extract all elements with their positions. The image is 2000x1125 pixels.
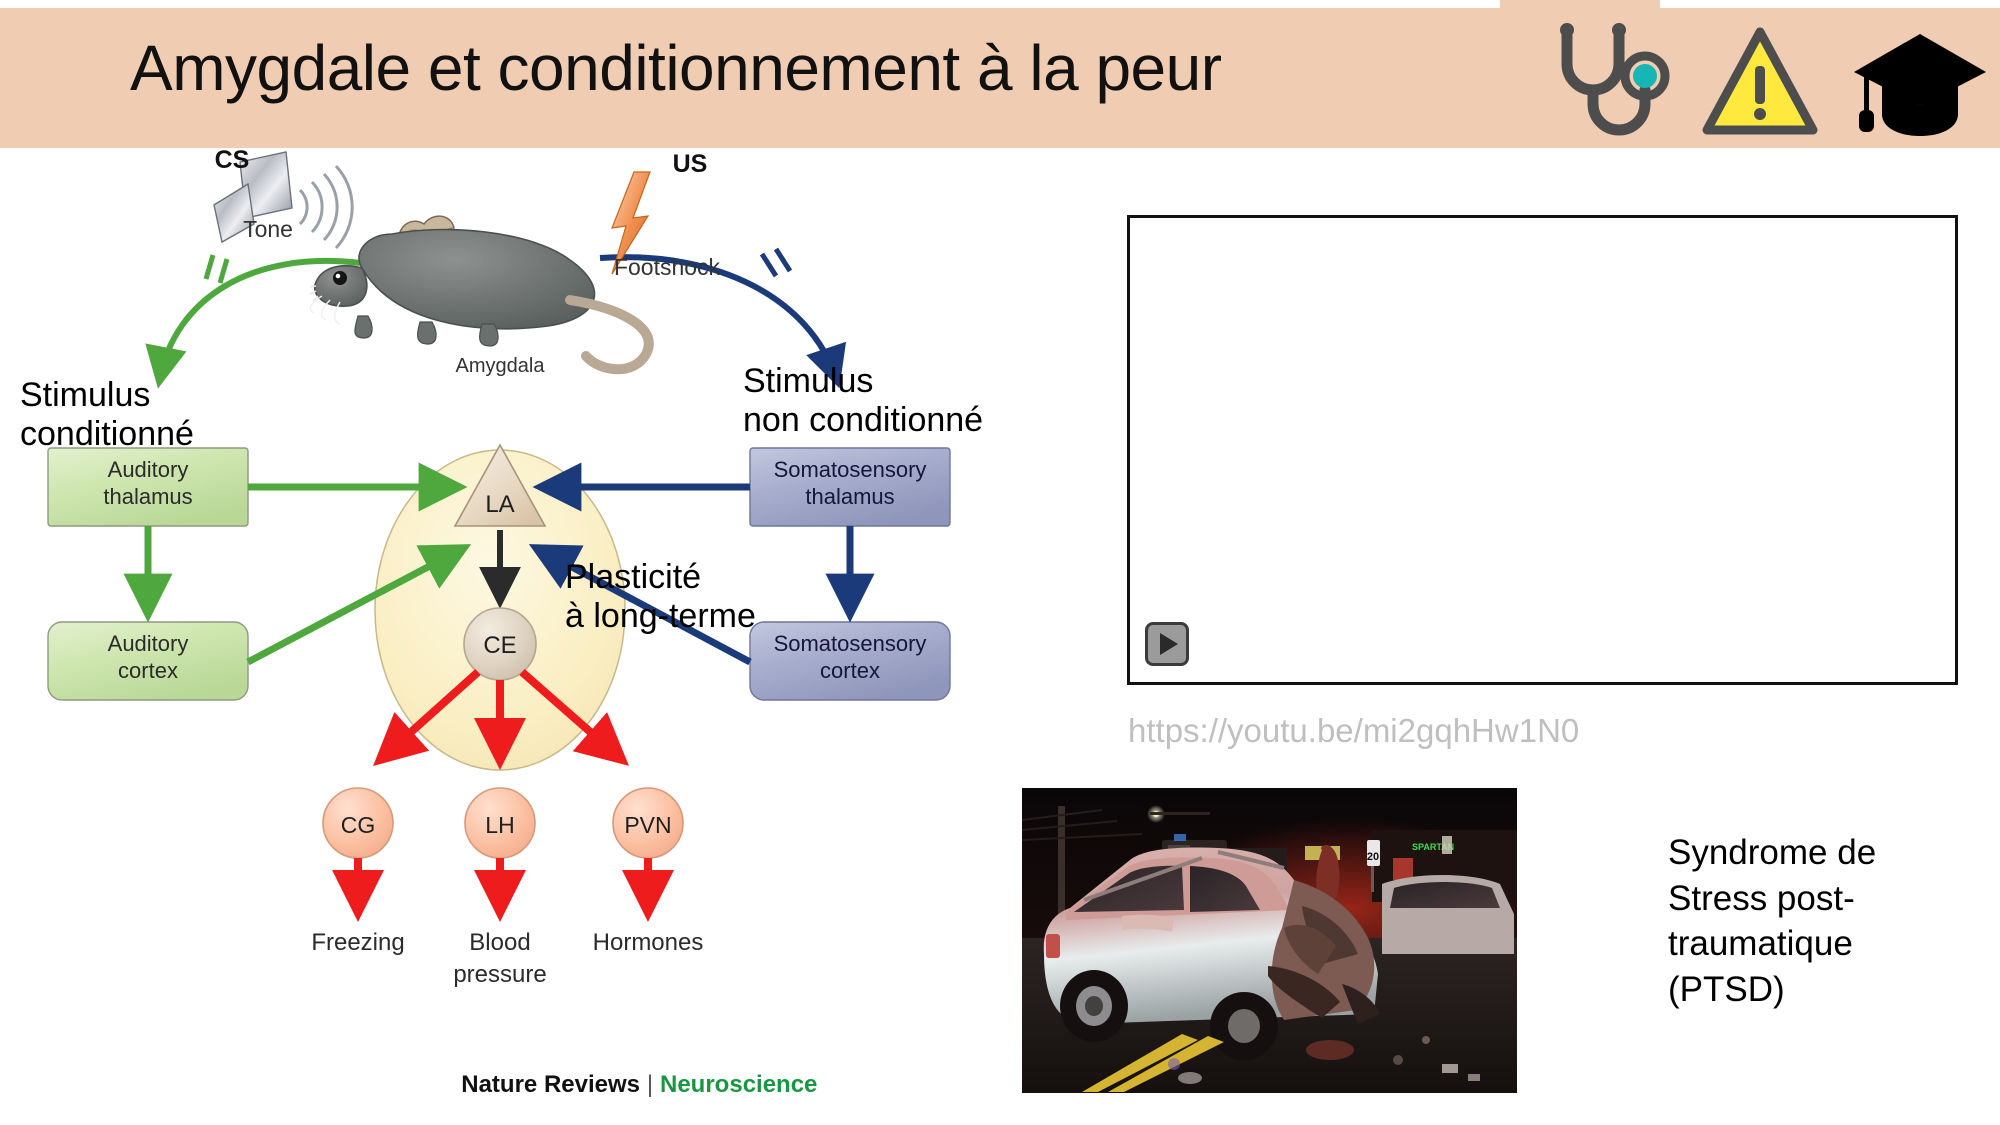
page-title: Amygdale et conditionnement à la peur (130, 32, 1222, 104)
speaker-icon (213, 151, 354, 250)
annotation-long-term-plasticity: Plasticité à long-terme (565, 558, 756, 636)
somatosensory-thalamus-box: Somatosensory thalamus (749, 447, 951, 527)
svg-text:20: 20 (1367, 851, 1379, 863)
freezing-label: Freezing (311, 929, 404, 956)
LH-node: LH (464, 787, 536, 859)
svg-text:CE: CE (483, 632, 516, 659)
car-crash-photo: SPARTAN 20 (1022, 788, 1517, 1093)
svg-text:thalamus: thalamus (103, 484, 192, 509)
svg-text:SPARTAN: SPARTAN (1412, 842, 1454, 852)
CE-nucleus: CE (463, 607, 537, 681)
somatosensory-cortex-box: Somatosensory cortex (749, 621, 951, 701)
us-pathway-curve (599, 254, 847, 389)
svg-text:LH: LH (485, 812, 514, 838)
svg-text:Somatosensory: Somatosensory (774, 457, 927, 482)
stethoscope-icon (1560, 23, 1670, 136)
us-abbrev-label: US (673, 150, 708, 178)
crash-photo-svg: SPARTAN 20 (1022, 788, 1517, 1093)
credit-secondary: Neuroscience (660, 1071, 817, 1098)
fear-conditioning-diagram: Amygdala CS Tone US Footshock (0, 150, 1010, 1125)
svg-text:Somatosensory: Somatosensory (774, 631, 927, 656)
credit-primary: Nature Reviews (461, 1071, 640, 1098)
svg-text:CG: CG (341, 812, 376, 838)
video-url-text[interactable]: https://youtu.be/mi2gqhHw1N0 (1128, 712, 1580, 749)
LA-nucleus: LA (453, 443, 547, 527)
svg-text:thalamus: thalamus (805, 484, 894, 509)
svg-text:cortex: cortex (118, 658, 178, 683)
rat-illustration (309, 215, 654, 375)
blood-pressure-label-2: pressure (453, 961, 546, 988)
play-triangle-icon (1160, 633, 1178, 655)
auditory-cortex-box: Auditory cortex (47, 621, 249, 701)
svg-text:PVN: PVN (624, 812, 671, 838)
tone-label: Tone (243, 216, 293, 242)
warning-triangle-icon (1702, 27, 1818, 135)
CG-node: CG (322, 787, 394, 859)
video-play-button[interactable] (1145, 622, 1189, 666)
hormones-label: Hormones (593, 929, 704, 956)
footshock-label: Footshock (614, 254, 721, 280)
annotation-unconditioned-stimulus: Stimulus non conditionné (743, 362, 984, 440)
svg-text:|: | (647, 1071, 653, 1098)
auditory-thalamus-box: Auditory thalamus (47, 447, 249, 527)
diagram-svg: Amygdala CS Tone US Footshock (47, 150, 951, 1098)
cs-pathway-curve (145, 257, 361, 389)
slide-header-bar: Amygdale et conditionnement à la peur (0, 8, 2000, 148)
video-placeholder[interactable] (1127, 215, 1958, 685)
svg-text:Auditory: Auditory (108, 631, 189, 656)
PVN-node: PVN (612, 787, 684, 859)
cs-abbrev-label: CS (215, 150, 250, 174)
ptsd-caption: Syndrome de Stress post- traumatique (PT… (1668, 833, 1877, 1009)
lightning-bolt-icon (611, 171, 651, 275)
blood-pressure-label-1: Blood (469, 929, 530, 956)
source-credit: Nature Reviews | Neuroscience (461, 1071, 817, 1098)
annotation-conditioned-stimulus: Stimulus conditionné (20, 376, 194, 454)
amygdala-label: Amygdala (456, 355, 546, 377)
svg-text:cortex: cortex (820, 658, 880, 683)
header-icon-group (1545, 18, 1986, 146)
svg-text:Auditory: Auditory (108, 457, 189, 482)
graduation-cap-icon (1854, 34, 1986, 136)
header-notch (1500, 0, 1660, 8)
svg-text:LA: LA (485, 491, 514, 518)
